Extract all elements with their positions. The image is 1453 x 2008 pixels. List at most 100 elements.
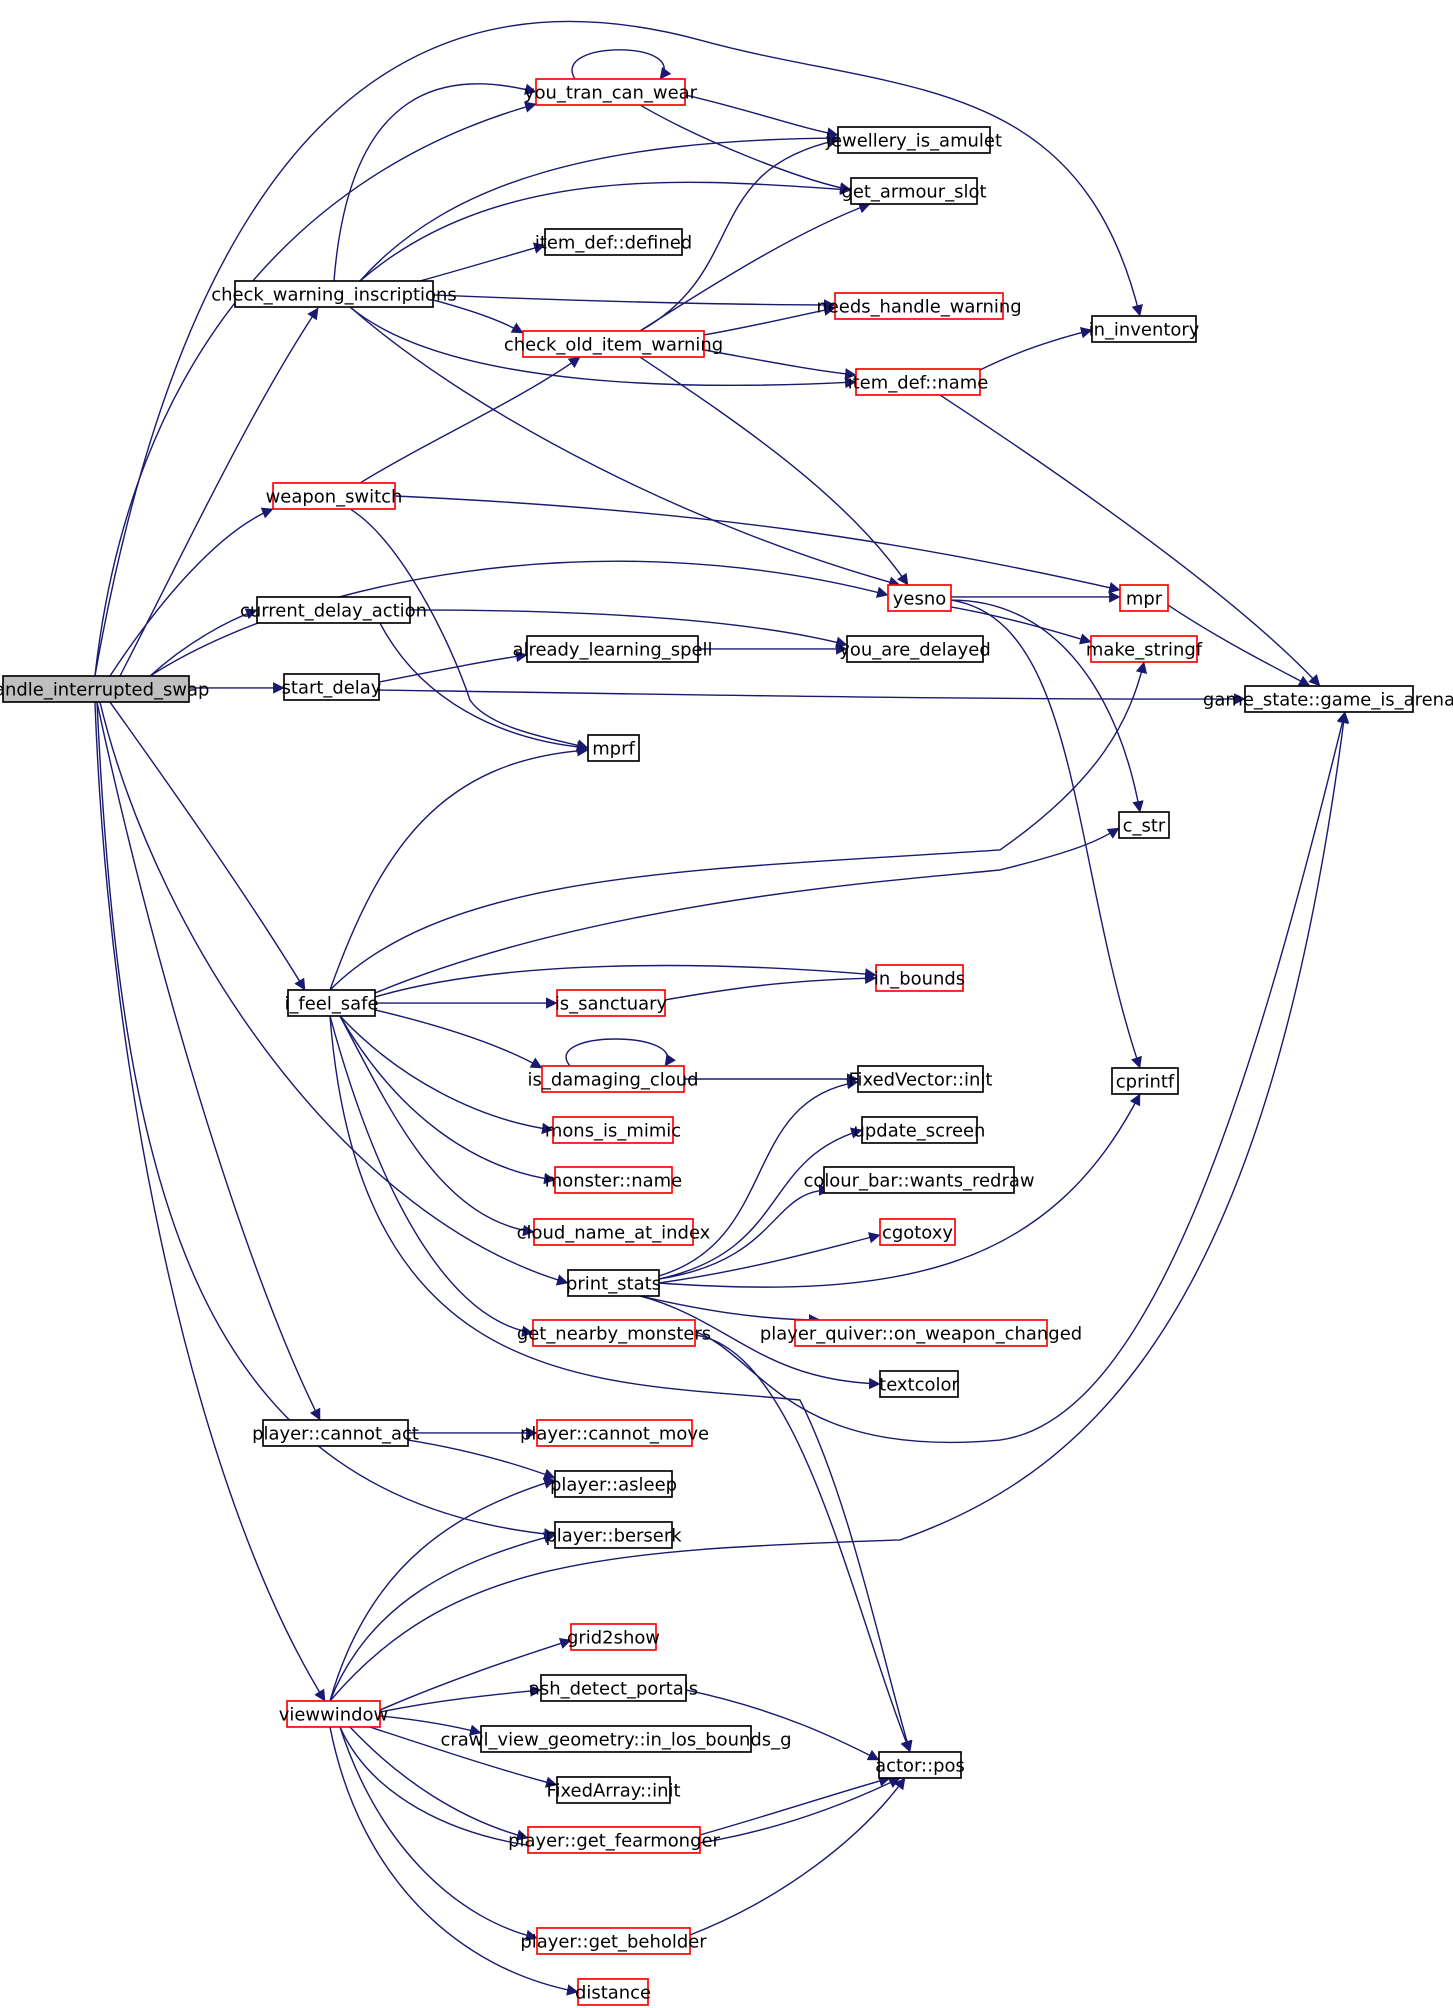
edge-handle-interrupted-swap-to-current-delay-action bbox=[149, 608, 258, 677]
node-box bbox=[2, 675, 190, 703]
node-actor-pos[interactable]: actor::pos bbox=[875, 1751, 965, 1779]
node-box bbox=[861, 1116, 978, 1144]
node-player-cannot-move[interactable]: player::cannot_move bbox=[520, 1419, 709, 1447]
edge-line bbox=[432, 299, 524, 334]
node-already-learning-spell[interactable]: already_learning_spell bbox=[512, 635, 713, 663]
edge-check-warning-inscriptions-to-item-def-name bbox=[349, 306, 857, 389]
node-box bbox=[541, 1065, 685, 1093]
edge-check-warning-inscriptions-to-jewellery-is-amulet bbox=[359, 132, 839, 282]
node-game-state-game-is-arena[interactable]: game_state::game_is_arena bbox=[1203, 685, 1453, 713]
node-yesno[interactable]: yesno bbox=[887, 584, 952, 612]
edge-i-feel-safe-to-c-str bbox=[374, 827, 1120, 994]
edge-line bbox=[339, 1015, 535, 1237]
node-start-delay[interactable]: start_delay bbox=[282, 673, 382, 701]
node-label: player::get_beholder bbox=[520, 1931, 707, 1952]
node-player-berserk[interactable]: player::berserk bbox=[545, 1521, 682, 1549]
edge-line bbox=[359, 181, 852, 282]
edge-check-old-item-warning-to-get-armour-slot bbox=[639, 202, 871, 332]
edge-handle-interrupted-swap-to-i-feel-safe bbox=[109, 701, 306, 991]
node-cprintf[interactable]: cprintf bbox=[1111, 1067, 1179, 1095]
edge-i-feel-safe-to-mons-is-mimic bbox=[339, 1015, 554, 1135]
edge-line bbox=[374, 827, 1120, 994]
node-label: player::berserk bbox=[545, 1525, 682, 1546]
edge-print-stats-to-fixedvector-init bbox=[658, 1077, 859, 1277]
node-player-get-beholder[interactable]: player::get_beholder bbox=[520, 1927, 707, 1955]
node-label: in_inventory bbox=[1089, 319, 1200, 340]
node-needs-handle-warning[interactable]: needs_handle_warning bbox=[816, 292, 1022, 320]
node-player-asleep[interactable]: player::asleep bbox=[550, 1470, 677, 1498]
node-is-sanctuary[interactable]: is_sanctuary bbox=[555, 989, 668, 1017]
node-distance[interactable]: distance bbox=[575, 1978, 651, 2006]
node-c-str[interactable]: c_str bbox=[1118, 811, 1170, 839]
node-player-cannot-act[interactable]: player::cannot_act bbox=[252, 1419, 419, 1447]
edge-weapon-switch-to-mprf bbox=[349, 508, 589, 751]
edge-yesno-to-cprintf bbox=[950, 599, 1142, 1069]
edge-line bbox=[410, 609, 848, 648]
edge-line bbox=[359, 356, 581, 484]
edge-line bbox=[639, 356, 909, 586]
node-box bbox=[577, 1978, 649, 2006]
node-box bbox=[878, 1751, 962, 1779]
node-label: check_warning_inscriptions bbox=[211, 284, 457, 305]
edge-i-feel-safe-to-actor-pos bbox=[329, 1015, 913, 1753]
node-you-tran-can-wear[interactable]: you_tran_can_wear bbox=[524, 78, 698, 106]
edge-check-warning-inscriptions-to-yesno bbox=[349, 306, 901, 588]
node-print-stats[interactable]: print_stats bbox=[566, 1269, 661, 1297]
node-label: player::asleep bbox=[550, 1474, 677, 1495]
node-you-are-delayed[interactable]: you_are_delayed bbox=[839, 635, 991, 663]
node-update-screen[interactable]: update_screen bbox=[854, 1116, 986, 1144]
node-make-stringf[interactable]: make_stringf bbox=[1086, 635, 1203, 663]
node-item-def-name[interactable]: item_def::name bbox=[848, 368, 989, 396]
node-monster-name[interactable]: monster::name bbox=[545, 1166, 682, 1194]
node-textcolor[interactable]: textcolor bbox=[879, 1370, 959, 1398]
node-label: i_feel_safe bbox=[284, 993, 378, 1014]
node-grid2show[interactable]: grid2show bbox=[567, 1623, 660, 1651]
node-label: update_screen bbox=[854, 1120, 986, 1141]
node-mons-is-mimic[interactable]: mons_is_mimic bbox=[545, 1116, 681, 1144]
node-ash-detect-portals[interactable]: ash_detect_portals bbox=[529, 1674, 698, 1702]
node-crawl-view-geometry-in-los-bounds-g[interactable]: crawl_view_geometry::in_los_bounds_g bbox=[441, 1725, 792, 1753]
node-label: check_old_item_warning bbox=[504, 334, 723, 355]
node-get-armour-slot[interactable]: get_armour_slot bbox=[841, 177, 987, 205]
node-label: make_stringf bbox=[1086, 639, 1203, 660]
node-player-get-fearmonger[interactable]: player::get_fearmonger bbox=[508, 1826, 721, 1854]
node-box bbox=[554, 1521, 673, 1549]
node-is-damaging-cloud[interactable]: is_damaging_cloud bbox=[528, 1065, 699, 1093]
node-in-inventory[interactable]: in_inventory bbox=[1089, 315, 1200, 343]
node-box bbox=[1091, 315, 1197, 343]
node-mprf[interactable]: mprf bbox=[587, 734, 640, 762]
node-fixedvector-init[interactable]: FixedVector::init bbox=[849, 1065, 993, 1093]
node-weapon-switch[interactable]: weapon_switch bbox=[266, 482, 403, 510]
edge-line bbox=[379, 1637, 572, 1711]
edge-viewwindow-to-player-get-fearmonger bbox=[349, 1726, 529, 1841]
edge-line bbox=[639, 136, 839, 332]
node-handle-interrupted-swap[interactable]: handle_interrupted_swap bbox=[0, 675, 209, 703]
node-colour-bar-wants-redraw[interactable]: colour_bar::wants_redraw bbox=[803, 1166, 1035, 1194]
edge-line bbox=[329, 661, 1148, 991]
node-viewwindow[interactable]: viewwindow bbox=[279, 1700, 388, 1728]
edge-viewwindow-to-game-state-game-is-arena bbox=[329, 711, 1350, 1702]
edge-viewwindow-to-player-berserk bbox=[329, 1532, 556, 1702]
node-jewellery-is-amulet[interactable]: jewellery_is_amulet bbox=[825, 126, 1002, 154]
node-mpr[interactable]: mpr bbox=[1119, 584, 1169, 612]
node-check-warning-inscriptions[interactable]: check_warning_inscriptions bbox=[211, 280, 457, 308]
node-label: textcolor bbox=[879, 1374, 959, 1395]
node-i-feel-safe[interactable]: i_feel_safe bbox=[284, 989, 379, 1017]
node-cloud-name-at-index[interactable]: cloud_name_at_index bbox=[517, 1218, 711, 1246]
edge-current-delay-action-to-mprf bbox=[379, 622, 589, 753]
edge-item-def-name-to-game-state-game-is-arena bbox=[939, 394, 1321, 687]
edge-is-sanctuary-to-in-bounds bbox=[664, 972, 877, 1001]
node-in-bounds[interactable]: in_bounds bbox=[874, 964, 965, 992]
node-player-quiver-on-weapon-changed[interactable]: player_quiver::on_weapon_changed bbox=[760, 1319, 1082, 1347]
edge-line bbox=[378, 650, 528, 683]
node-label: colour_bar::wants_redraw bbox=[803, 1170, 1034, 1191]
node-item-def-defined[interactable]: item_def::defined bbox=[535, 228, 692, 256]
node-fixedarray-init[interactable]: FixedArray::init bbox=[546, 1776, 681, 1804]
node-get-nearby-monsters[interactable]: get_nearby_monsters bbox=[517, 1319, 711, 1347]
node-box bbox=[287, 989, 376, 1017]
node-box bbox=[1111, 1067, 1179, 1095]
node-box bbox=[522, 330, 705, 358]
node-cgotoxy[interactable]: cgotoxy bbox=[879, 1218, 956, 1246]
node-check-old-item-warning[interactable]: check_old_item_warning bbox=[504, 330, 723, 358]
node-current-delay-action[interactable]: current_delay_action bbox=[240, 596, 427, 624]
